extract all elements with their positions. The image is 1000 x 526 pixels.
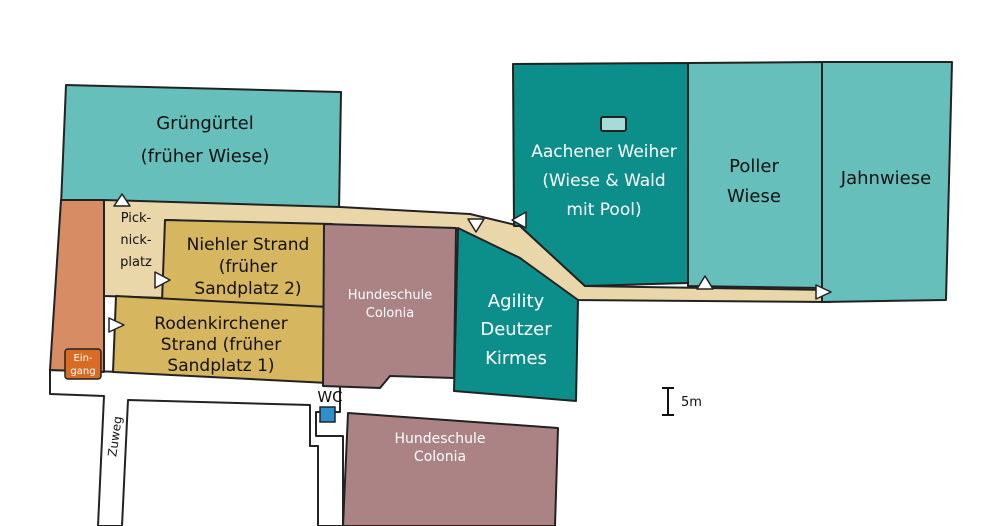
label-gruenguertel-1: Grüngürtel: [156, 113, 254, 134]
label-niehler-2: (früher: [219, 257, 278, 277]
label-hundeschule-bottom-1: Hundeschule: [394, 431, 485, 447]
label-hundeschule-bottom-2: Colonia: [414, 449, 466, 465]
label-jahnwiese: Jahnwiese: [840, 168, 931, 189]
label-rodenkirchener-2: Strand (früher: [161, 335, 281, 355]
arrow-left-icon: [511, 211, 527, 229]
label-aachener-2: (Wiese & Wald: [542, 171, 665, 191]
arrow-right-icon: [815, 284, 832, 300]
label-hundeschule-top-2: Colonia: [366, 306, 414, 321]
area-jahnwiese[interactable]: [821, 61, 953, 303]
label-aachener-1: Aachener Weiher: [531, 142, 676, 162]
wc-icon[interactable]: [319, 406, 336, 423]
arrow-right-icon: [108, 317, 125, 333]
label-agility-2: Deutzer: [480, 319, 552, 340]
label-entrance-2: gang: [70, 366, 95, 377]
label-rodenkirchener-3: Sandplatz 1): [167, 356, 274, 376]
area-hundeschule-bottom[interactable]: [342, 412, 559, 526]
label-rodenkirchener-1: Rodenkirchener: [154, 314, 287, 334]
label-picknick-1: Pick-: [121, 211, 152, 226]
arrow-up-icon: [113, 193, 131, 207]
label-agility-3: Kirmes: [485, 348, 547, 369]
arrow-up-icon: [696, 275, 714, 290]
area-hundeschule-top[interactable]: [322, 223, 457, 389]
label-scale: 5m: [681, 395, 702, 410]
scale-bar: [662, 387, 674, 416]
access-road: [49, 369, 344, 526]
arrow-right-icon: [154, 271, 171, 289]
direction-arrows: [108, 193, 832, 333]
area-entrance-strip: [49, 199, 105, 373]
label-aachener-3: mit Pool): [566, 200, 641, 220]
label-poller-2: Wiese: [727, 186, 781, 207]
arrow-down-icon: [467, 218, 485, 233]
entrance-badge[interactable]: [64, 348, 102, 380]
label-poller-1: Poller: [729, 156, 779, 177]
label-niehler-3: Sandplatz 2): [194, 279, 301, 299]
label-picknick-2: nick-: [120, 233, 152, 248]
label-niehler-1: Niehler Strand: [187, 235, 310, 255]
pool-icon: [600, 116, 627, 132]
area-agility[interactable]: [453, 227, 579, 402]
label-agility-1: Agility: [488, 291, 545, 312]
label-gruenguertel-2: (früher Wiese): [141, 146, 270, 167]
label-picknick-3: platz: [120, 255, 152, 270]
label-wc: WC: [317, 388, 342, 406]
label-hundeschule-top-1: Hundeschule: [348, 288, 433, 303]
label-entrance-1: Ein-: [73, 353, 92, 364]
label-zuweg: Zuweg: [105, 415, 125, 457]
